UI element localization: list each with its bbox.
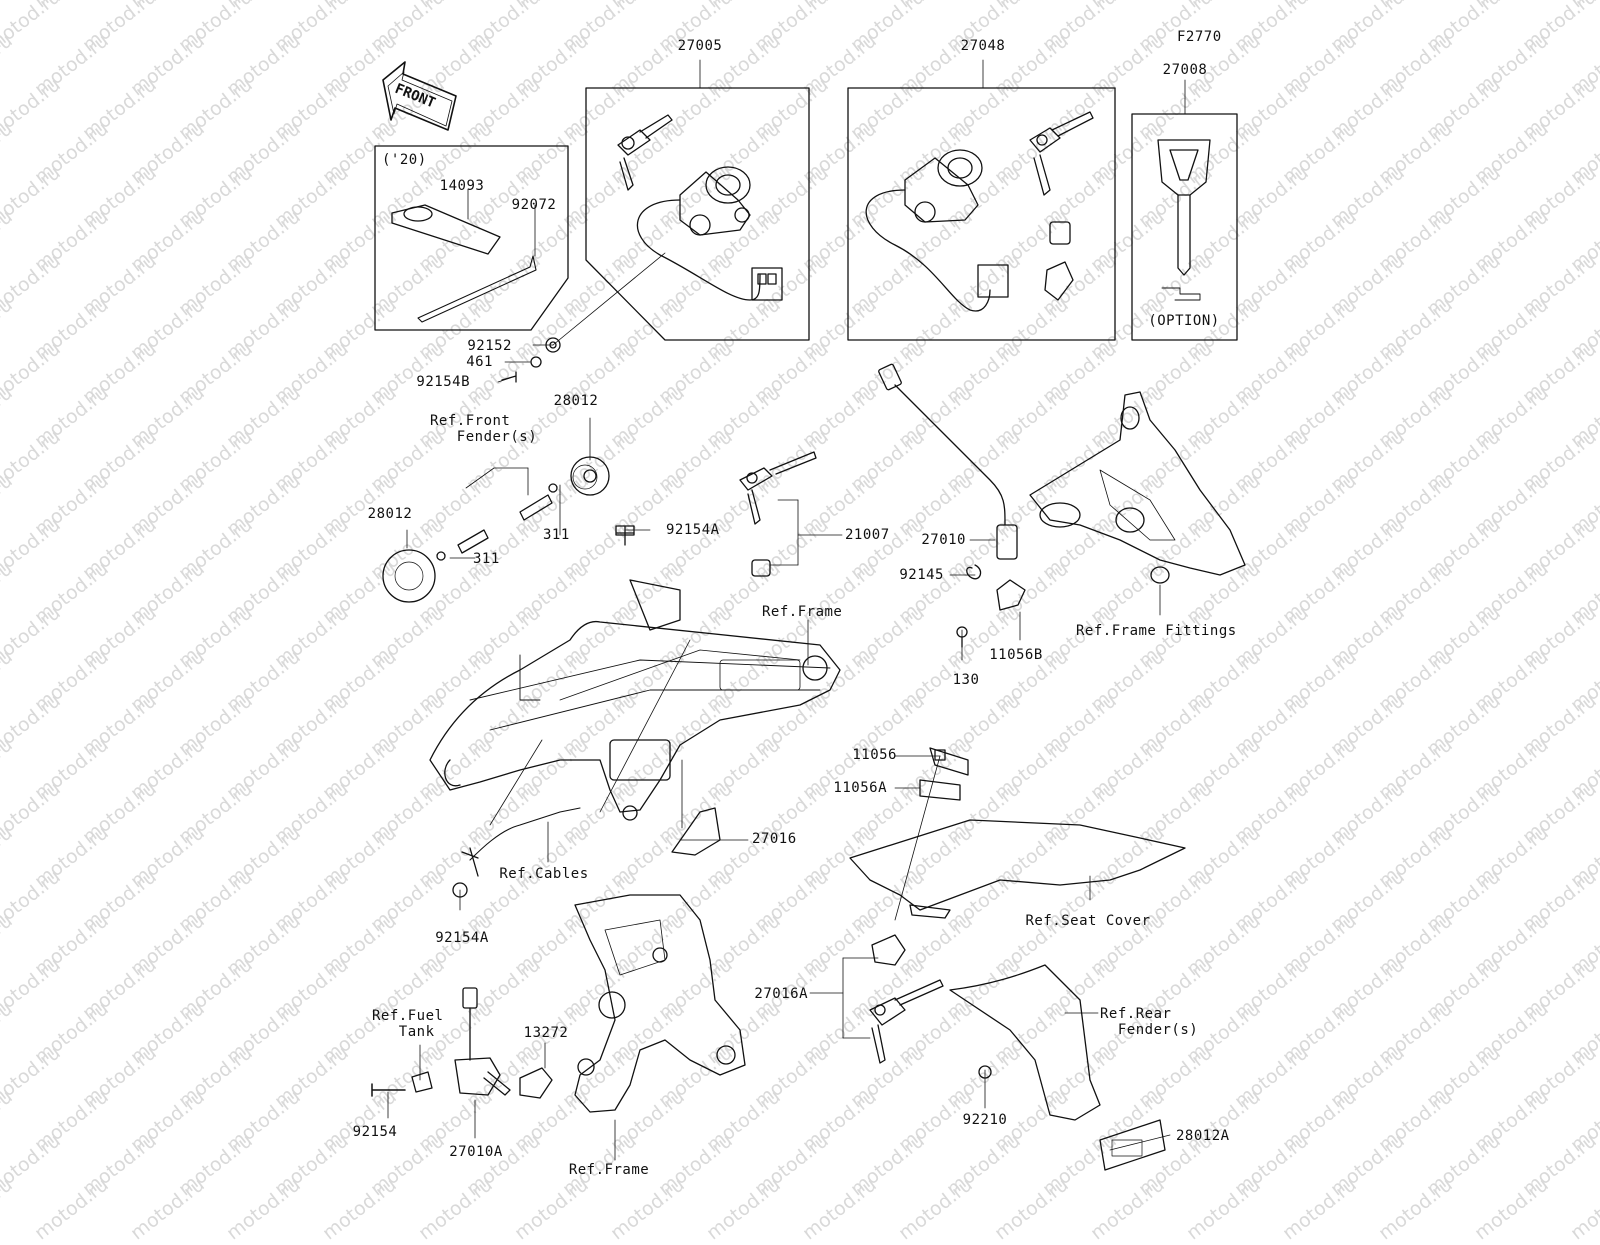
part-27016A-label: 27016A (754, 986, 808, 1002)
part-92154-label: 92154 (352, 1124, 398, 1140)
part-27016-label: 27016 (752, 831, 797, 847)
kit-2020-box (374, 145, 569, 331)
part-11056B-label: 11056B (989, 647, 1043, 663)
front-arrow-icon: FRONT (382, 61, 457, 131)
seat-lock-27016A (869, 934, 944, 1064)
part-92154A-bottom-label: 92154A (435, 930, 489, 946)
part-92145-label: 92145 (899, 567, 944, 583)
part-27010A-label: 27010A (449, 1144, 503, 1160)
ignition-set-27005-box (585, 59, 810, 341)
part-92072-label: 92072 (511, 197, 557, 213)
part-28012A-label: 28012A (1176, 1128, 1230, 1144)
part-28012-top-label: 28012 (553, 393, 599, 409)
option-label: (OPTION) (1148, 313, 1220, 329)
fasteners (371, 337, 1026, 1097)
part-92210-label: 92210 (962, 1112, 1008, 1128)
sensor-27010 (878, 363, 1018, 560)
sensor-27010A (411, 987, 553, 1099)
part-27010-label: 27010 (921, 532, 966, 548)
part-21007-label: 21007 (845, 527, 890, 543)
leader-lines (387, 252, 1171, 1161)
diagram-line-art: FRONT (371, 59, 1246, 1171)
ref-front-fender-label: Ref.Front Fender(s) (430, 413, 538, 445)
part-27008-label: 27008 (1162, 62, 1208, 78)
ignition-set-27048-box (847, 59, 1116, 341)
part-28012-left-label: 28012 (367, 506, 413, 522)
ref-frame-bottom-label: Ref.Frame (568, 1162, 650, 1178)
part-461-label: 461 (466, 354, 493, 370)
frame-fittings-bracket (1029, 391, 1246, 584)
part-14093-label: 14093 (439, 178, 485, 194)
seat-cover (849, 747, 1186, 919)
part-92152-label: 92152 (467, 338, 512, 354)
ref-seat-cover-label: Ref.Seat Cover (1025, 913, 1151, 929)
key-blank-27008-box (1131, 79, 1238, 341)
part-27005-label: 27005 (677, 38, 723, 54)
frame-bracket-lower (574, 894, 746, 1113)
year-2020-label: ('20) (382, 152, 427, 168)
part-311-upper-label: 311 (543, 527, 570, 543)
rear-subframe (429, 579, 841, 877)
part-92154B-label: 92154B (416, 374, 470, 390)
part-27048-label: 27048 (960, 38, 1006, 54)
ref-cables-label: Ref.Cables (499, 866, 589, 882)
part-13272-label: 13272 (523, 1025, 569, 1041)
ref-fuel-tank-label: Ref.Fuel Tank (372, 1008, 444, 1040)
part-11056-label: 11056 (852, 747, 897, 763)
part-311-lower-label: 311 (473, 551, 500, 567)
ref-frame-top-label: Ref.Frame (762, 604, 843, 620)
ref-frame-fittings-label: Ref.Frame Fittings (1076, 623, 1237, 639)
figure-code: F2770 (1177, 29, 1222, 45)
part-92154A-top-label: 92154A (666, 522, 720, 538)
rear-fender (949, 964, 1166, 1171)
part-11056A-label: 11056A (833, 780, 887, 796)
ref-rear-fender-label: Ref.Rear Fender(s) (1100, 1006, 1199, 1038)
part-130-label: 130 (952, 672, 980, 688)
